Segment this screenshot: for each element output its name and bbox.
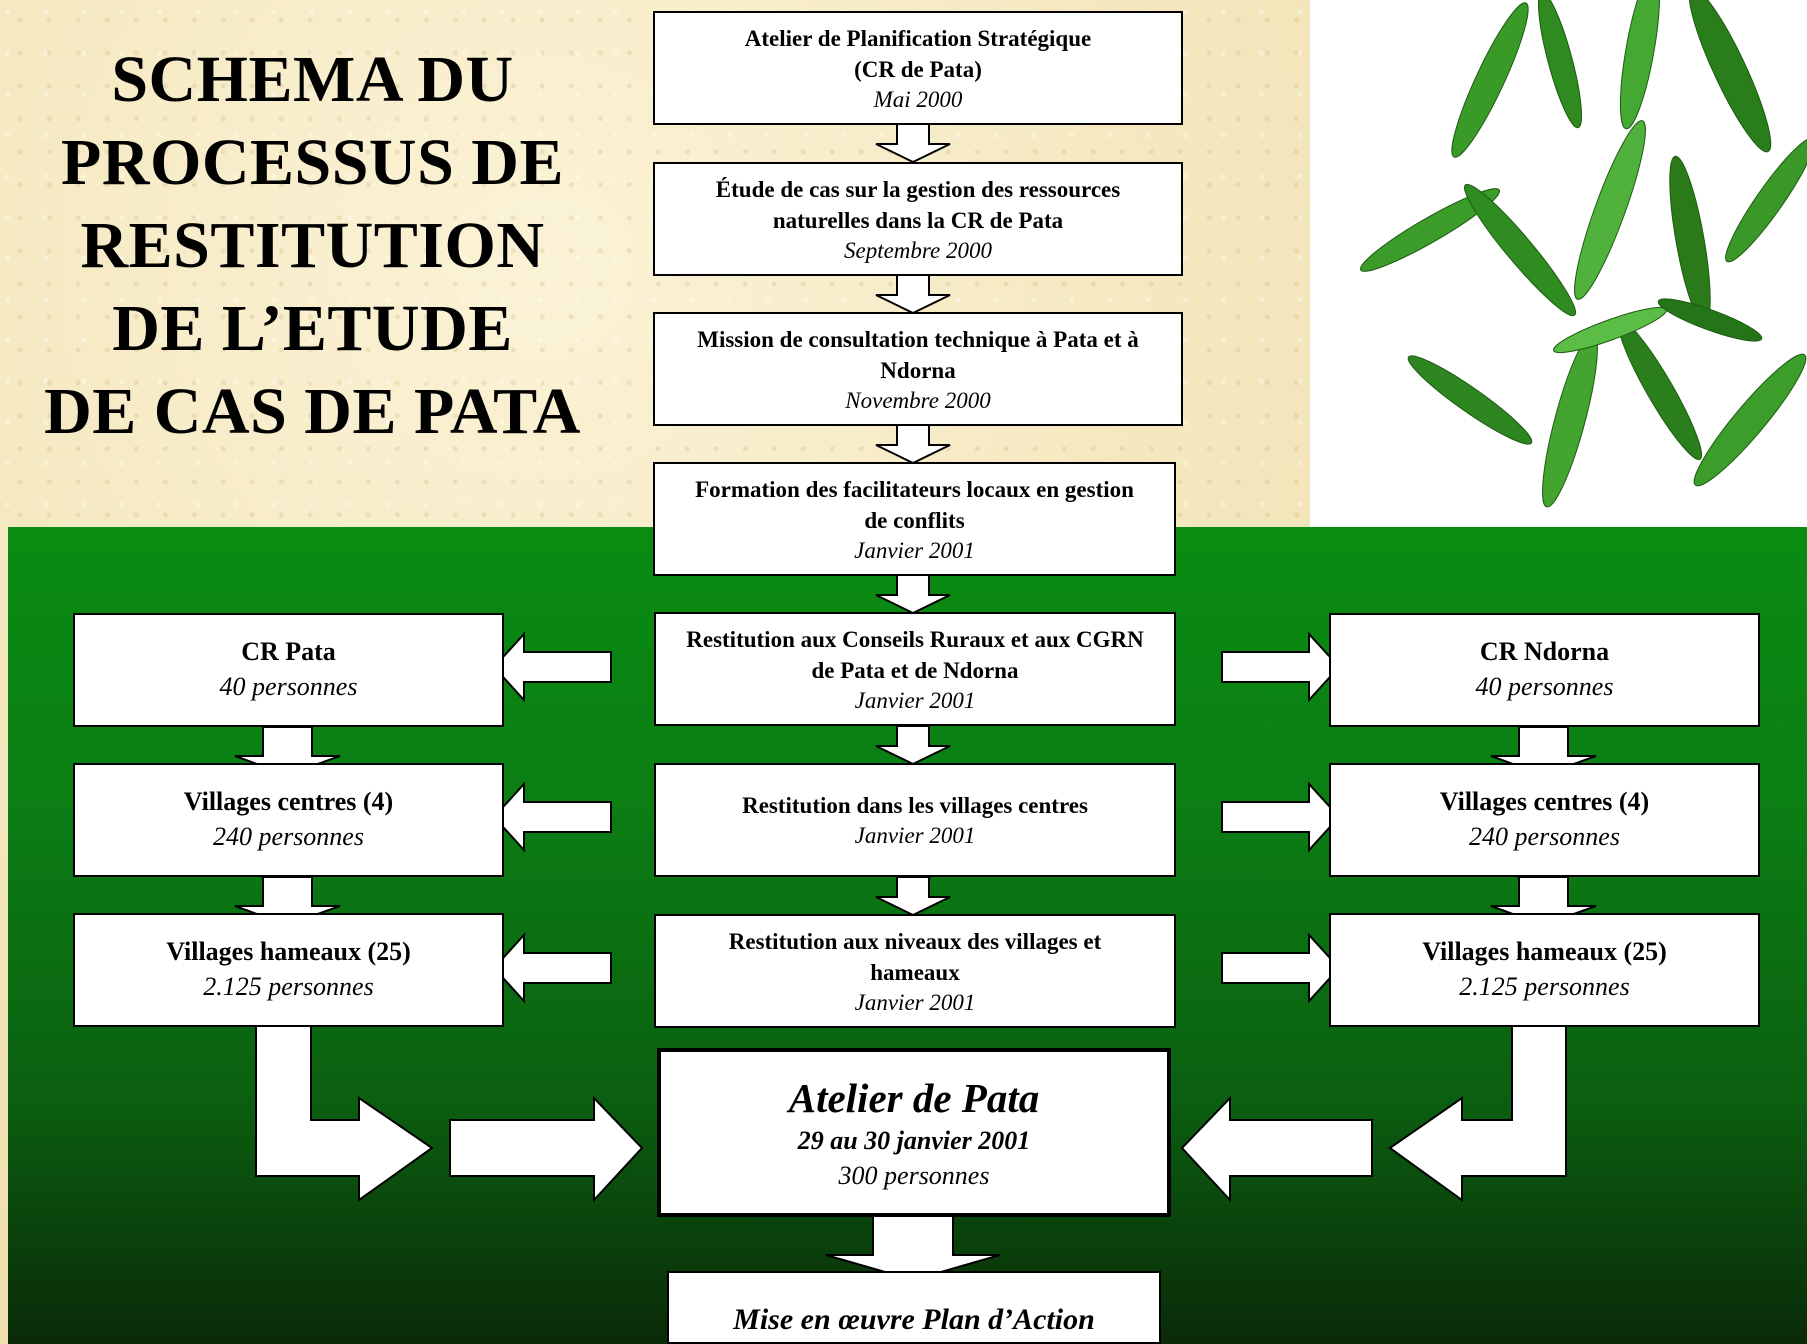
step-line1: Mission de consultation technique à Pata… [697,326,1139,352]
down-arrow [875,274,951,315]
step-line2: naturelles dans la CR de Pata [772,207,1064,233]
step-line2: hameaux [870,959,960,985]
step-date: Novembre 2000 [845,387,991,413]
right-count: 2.125 personnes [1459,972,1630,1001]
right-arrow [1221,781,1341,853]
step-date: Janvier 2001 [854,823,976,848]
step-date: Janvier 2001 [854,989,976,1015]
bent-arrow [255,1012,434,1202]
left-count: 40 personnes [219,672,358,701]
down-arrow [875,876,951,917]
title-line: PROCESSUS DE [61,126,564,199]
title-line: RESTITUTION [80,209,545,282]
atelier-box: Atelier de Pata 29 au 30 janvier 2001 30… [657,1048,1171,1217]
right-arrow [449,1095,644,1203]
right-label: Villages hameaux (25) [1422,937,1667,966]
left-label: Villages hameaux (25) [166,937,411,966]
right-box-villages-centres: Villages centres (4) 240 personnes [1329,763,1760,877]
bamboo-leaves-icon [1359,0,1807,508]
left-label: CR Pata [241,637,336,666]
left-arrow [492,631,612,703]
left-box-villages-hameaux: Villages hameaux (25) 2.125 personnes [73,913,504,1027]
step-line1: Étude de cas sur la gestion des ressourc… [715,176,1121,202]
step-box: Restitution aux Conseils Ruraux et aux C… [654,612,1176,726]
right-arrow [1221,631,1341,703]
bent-arrow [1388,1012,1567,1202]
down-arrow [875,424,951,465]
step-line1: Restitution aux Conseils Ruraux et aux C… [686,626,1144,652]
step-line1: Formation des facilitateurs locaux en ge… [695,476,1134,502]
step-line1: Atelier de Planification Stratégique [744,25,1092,51]
right-box-villages-hameaux: Villages hameaux (25) 2.125 personnes [1329,913,1760,1027]
step-box: Étude de cas sur la gestion des ressourc… [653,162,1183,276]
page-title: SCHEMA DU PROCESSUS DE RESTITUTION DE L’… [20,38,605,453]
title-line: DE CAS DE PATA [44,375,581,448]
step-date: Janvier 2001 [854,687,976,713]
right-label: Villages centres (4) [1439,787,1650,816]
step-line2: de conflits [864,507,965,533]
plan-action-box: Mise en œuvre Plan d’Action [667,1271,1161,1344]
step-box: Atelier de Planification Stratégique (CR… [653,11,1183,125]
right-label: CR Ndorna [1479,637,1610,666]
step-box: Restitution dans les villages centres Ja… [654,763,1176,877]
left-arrow [492,781,612,853]
atelier-title: Atelier de Pata [788,1074,1040,1121]
step-date: Mai 2000 [873,86,963,112]
left-arrow [492,932,612,1004]
step-line1: Restitution dans les villages centres [742,793,1088,818]
step-line1: Restitution aux niveaux des villages et [728,928,1102,954]
down-arrow [875,574,951,615]
left-arrow [1180,1095,1373,1203]
left-box-cr-pata: CR Pata 40 personnes [73,613,504,727]
title-line: DE L’ETUDE [112,292,513,365]
left-label: Villages centres (4) [183,787,394,816]
left-count: 240 personnes [213,822,364,851]
atelier-dates: 29 au 30 janvier 2001 [797,1125,1031,1155]
left-count: 2.125 personnes [203,972,374,1001]
step-line2: Ndorna [880,357,956,383]
step-line2: de Pata et de Ndorna [811,657,1019,683]
title-line: SCHEMA DU [111,43,514,116]
step-date: Janvier 2001 [854,537,975,563]
step-date: Septembre 2000 [844,237,992,263]
step-box: Restitution aux niveaux des villages et … [654,914,1176,1028]
right-box-cr-ndorna: CR Ndorna 40 personnes [1329,613,1760,727]
step-line2: (CR de Pata) [854,56,982,82]
plan-label: Mise en œuvre Plan d’Action [733,1303,1095,1336]
atelier-count: 300 personnes [838,1160,990,1190]
bamboo-foliage-image [1310,0,1807,530]
step-box: Mission de consultation technique à Pata… [653,312,1183,426]
left-box-villages-centres: Villages centres (4) 240 personnes [73,763,504,877]
right-arrow [1221,932,1341,1004]
right-count: 40 personnes [1475,672,1614,701]
down-arrow [875,725,951,766]
right-count: 240 personnes [1469,822,1620,851]
down-arrow [875,123,951,164]
step-box: Formation des facilitateurs locaux en ge… [653,462,1176,576]
